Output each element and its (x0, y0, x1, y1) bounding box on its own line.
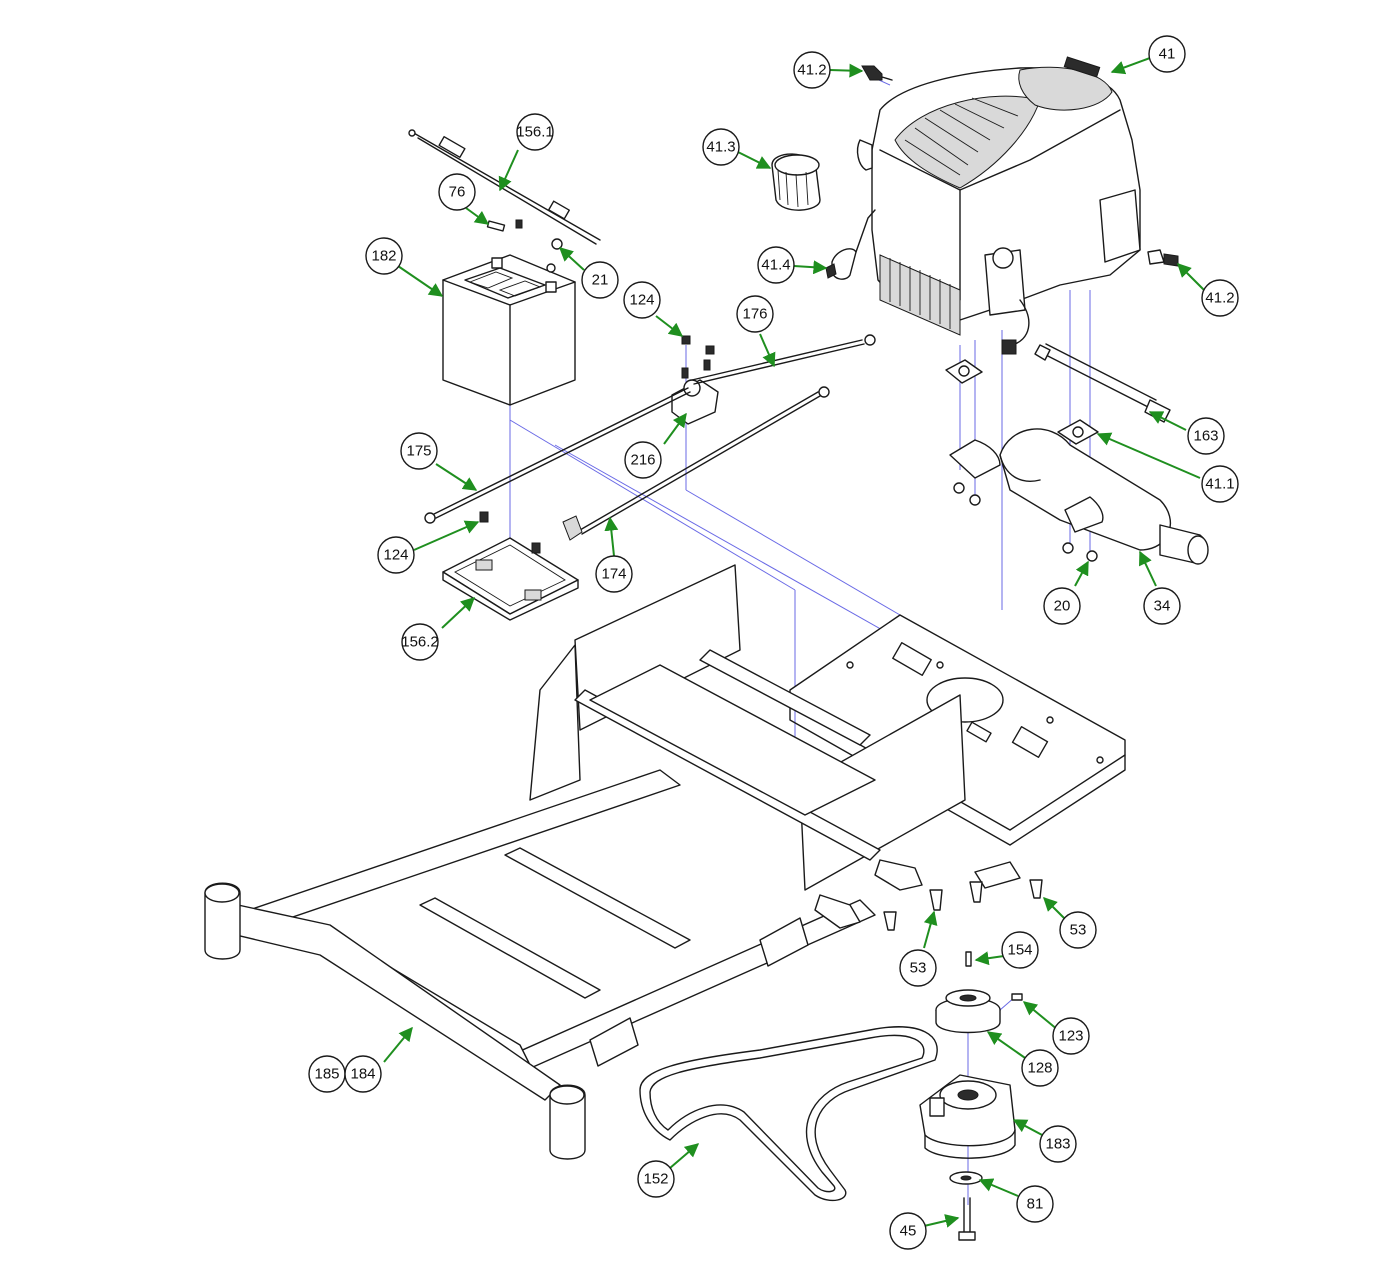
callout-124: 124 (623, 281, 661, 319)
callout-41-1: 41.1 (1201, 465, 1239, 503)
callout-label: 184 (350, 1066, 375, 1083)
ground-cable-174 (562, 386, 830, 541)
callout-53: 53 (899, 949, 937, 987)
nut-21 (546, 238, 563, 273)
callout-41-2: 41.2 (793, 51, 831, 89)
callout-label: 163 (1193, 428, 1218, 445)
bolt-45 (958, 1197, 976, 1241)
callout-21: 21 (581, 261, 619, 299)
drive-belt (639, 1026, 938, 1202)
spark-plug-top (861, 65, 893, 81)
bolts-53 (883, 879, 1043, 931)
callout-label: 124 (383, 547, 408, 564)
callout-41-2: 41.2 (1201, 279, 1239, 317)
callout-label: 175 (406, 443, 431, 460)
callout-label: 21 (592, 272, 609, 289)
callout-53: 53 (1059, 911, 1097, 949)
engine-sensor (825, 209, 876, 280)
callout-216: 216 (624, 441, 662, 479)
callout-124: 124 (377, 536, 415, 574)
callout-label: 41.4 (761, 257, 790, 274)
callout-label: 156.1 (516, 124, 554, 141)
callout-label: 124 (629, 292, 654, 309)
callout-41: 41 (1148, 35, 1186, 73)
callout-label: 76 (449, 184, 466, 201)
callout-185: 185 (308, 1055, 346, 1093)
battery (442, 254, 576, 406)
nuts-20 (953, 482, 1098, 562)
callout-label: 53 (910, 960, 927, 977)
callout-label: 34 (1154, 598, 1171, 615)
battery-cable-176 (691, 334, 876, 385)
callout-label: 176 (742, 306, 767, 323)
callout-label: 41.3 (706, 139, 735, 156)
washer-81 (949, 1171, 983, 1185)
mower-frame (204, 564, 1126, 1160)
callout-76: 76 (438, 173, 476, 211)
oil-filter (771, 153, 821, 211)
callout-leaders (383, 57, 1205, 1228)
callout-156-1: 156.1 (516, 113, 554, 151)
callout-182: 182 (365, 237, 403, 275)
callout-label: 216 (630, 452, 655, 469)
callout-183: 183 (1039, 1125, 1077, 1163)
callout-label: 53 (1070, 922, 1087, 939)
callout-184: 184 (344, 1055, 382, 1093)
callout-label: 154 (1007, 942, 1032, 959)
callout-label: 152 (643, 1171, 668, 1188)
bolts-124-tray (479, 511, 541, 554)
callout-163: 163 (1187, 417, 1225, 455)
exhaust-gasket-upper (945, 359, 983, 384)
callout-label: 81 (1027, 1196, 1044, 1213)
pulley-128 (935, 989, 1001, 1034)
callout-45: 45 (889, 1212, 927, 1250)
callout-label: 45 (900, 1223, 917, 1240)
callout-label: 41.2 (1205, 290, 1234, 307)
callout-152: 152 (637, 1160, 675, 1198)
callout-128: 128 (1021, 1049, 1059, 1087)
bolt-76 (486, 219, 523, 232)
callout-label: 123 (1058, 1028, 1083, 1045)
callout-label: 41.1 (1205, 476, 1234, 493)
callout-label: 185 (314, 1066, 339, 1083)
callout-156-2: 156.2 (401, 623, 439, 661)
callout-label: 156.2 (401, 634, 439, 651)
callout-label: 183 (1045, 1136, 1070, 1153)
muffler (949, 428, 1209, 565)
callout-label: 41 (1159, 46, 1176, 63)
callout-81: 81 (1016, 1185, 1054, 1223)
callout-20: 20 (1043, 587, 1081, 625)
callout-label: 174 (601, 566, 626, 583)
callout-41-3: 41.3 (702, 128, 740, 166)
callout-label: 41.2 (797, 62, 826, 79)
callout-154: 154 (1001, 931, 1039, 969)
callout-34: 34 (1143, 587, 1181, 625)
exhaust-gasket-41-1 (1057, 419, 1099, 445)
callout-175: 175 (400, 432, 438, 470)
electric-clutch (919, 1074, 1016, 1159)
callout-41-4: 41.4 (757, 246, 795, 284)
callouts: 41 41.2 41.2 41.3 41.4 156.1 76 182 21 1… (308, 35, 1239, 1250)
key-154 (965, 951, 972, 967)
callout-176: 176 (736, 295, 774, 333)
spark-plug-right (1147, 249, 1179, 267)
hose-163 (1034, 343, 1171, 423)
callout-174: 174 (595, 555, 633, 593)
callout-123: 123 (1052, 1017, 1090, 1055)
battery-cable-175 (424, 387, 691, 524)
callout-label: 20 (1054, 598, 1071, 615)
battery-tray (442, 537, 579, 621)
callout-label: 182 (371, 248, 396, 265)
engine (856, 56, 1141, 355)
callout-label: 128 (1027, 1060, 1052, 1077)
set-screw-123 (1011, 993, 1023, 1001)
